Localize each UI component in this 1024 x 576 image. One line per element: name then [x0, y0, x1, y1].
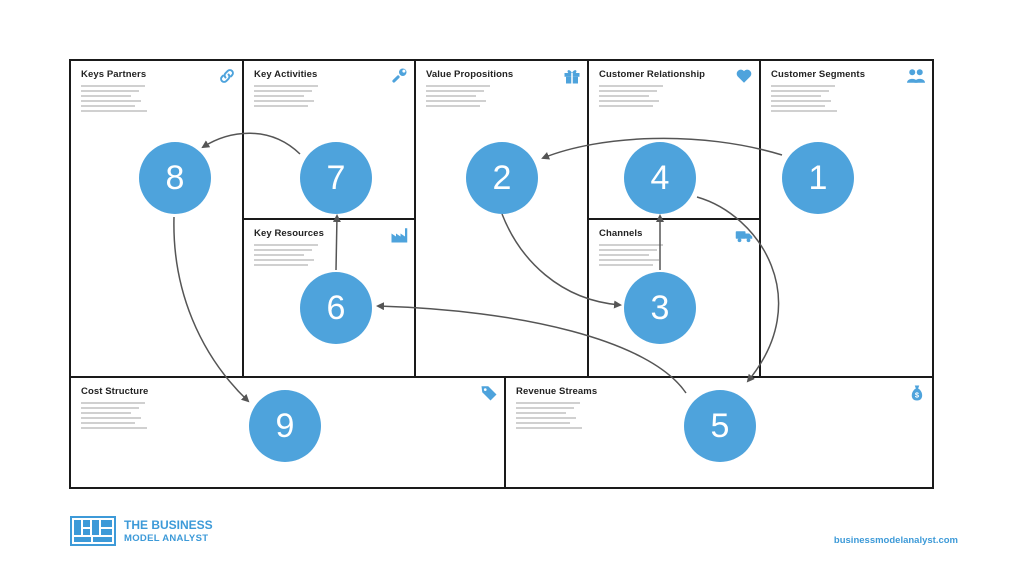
block-title: Key Resources [254, 228, 324, 239]
gift-icon [564, 70, 580, 84]
text-placeholder [516, 402, 586, 432]
step-badge: 5 [684, 390, 756, 462]
block-customer-segments: Customer Segments [759, 59, 934, 378]
block-title: Customer Segments [771, 69, 866, 80]
text-placeholder [599, 244, 669, 269]
step-badge: 1 [782, 142, 854, 214]
step-badge: 2 [466, 142, 538, 214]
step-badge: 8 [139, 142, 211, 214]
wrench-icon [392, 68, 407, 83]
block-title: Key Activities [254, 69, 318, 80]
step-badge: 6 [300, 272, 372, 344]
factory-icon [391, 228, 408, 243]
block-title: Channels [599, 228, 643, 239]
text-placeholder [81, 402, 151, 432]
users-icon [907, 69, 925, 83]
text-placeholder [81, 85, 151, 115]
website-link[interactable]: businessmodelanalyst.com [833, 535, 958, 546]
block-key-partners: Keys Partners [69, 59, 244, 378]
block-title: Revenue Streams [516, 386, 598, 397]
link-icon [220, 69, 234, 83]
step-badge: 7 [300, 142, 372, 214]
block-title: Keys Partners [81, 69, 147, 80]
text-placeholder [771, 85, 841, 115]
step-badge: 3 [624, 272, 696, 344]
logo-text-line2: MODEL ANALYST [124, 533, 209, 544]
heart-icon [736, 69, 752, 83]
canvas-logo-icon [70, 516, 116, 546]
step-badge: 4 [624, 142, 696, 214]
logo-text-line1: THE BUSINESS [124, 518, 213, 532]
truck-icon [735, 231, 753, 243]
svg-text:$: $ [915, 391, 920, 400]
tag-icon [481, 386, 497, 401]
block-title: Customer Relationship [599, 69, 706, 80]
text-placeholder [599, 85, 669, 110]
text-placeholder [254, 244, 324, 269]
step-badge: 9 [249, 390, 321, 462]
block-value-propositions: Value Propositions [414, 59, 589, 378]
money-bag-icon: $ [911, 385, 923, 401]
text-placeholder [254, 85, 324, 110]
text-placeholder [426, 85, 496, 110]
block-title: Value Propositions [426, 69, 514, 80]
block-title: Cost Structure [81, 386, 149, 397]
